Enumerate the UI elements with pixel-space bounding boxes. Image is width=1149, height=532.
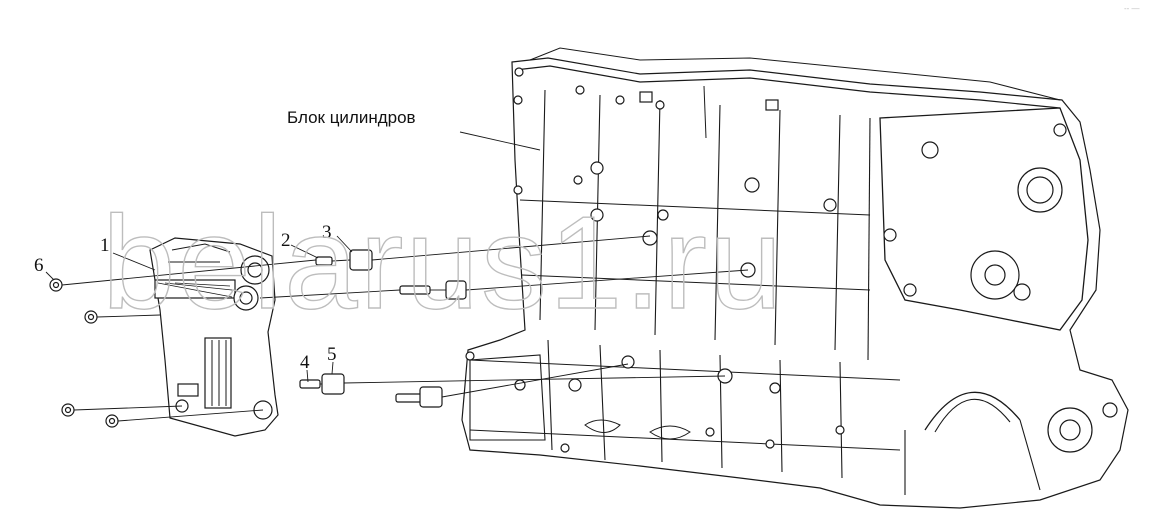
- cylinder-block: [461, 47, 1129, 509]
- callout-6: 6: [34, 255, 44, 276]
- watermark: belarus1.ru: [102, 189, 784, 336]
- callout-4: 4: [300, 352, 310, 373]
- callout-1: 1: [100, 235, 110, 256]
- corner-mark: -- —: [1124, 4, 1140, 13]
- spacer-part-5: [321, 373, 443, 408]
- spacer-part-3: [349, 249, 467, 300]
- nut-lower-1: [61, 403, 75, 417]
- callout-5: 5: [327, 344, 337, 365]
- stud-part-4: [299, 379, 427, 403]
- callout-3: 3: [322, 222, 332, 243]
- callout-2: 2: [281, 230, 291, 251]
- leader-lines: [45, 131, 541, 383]
- nut-part-6: [49, 278, 63, 292]
- nut-upper: [84, 310, 98, 324]
- assembly-axis-lines: [61, 235, 749, 422]
- cylinder-block-label: Блок цилиндров: [287, 108, 416, 127]
- nut-lower-2: [105, 414, 119, 428]
